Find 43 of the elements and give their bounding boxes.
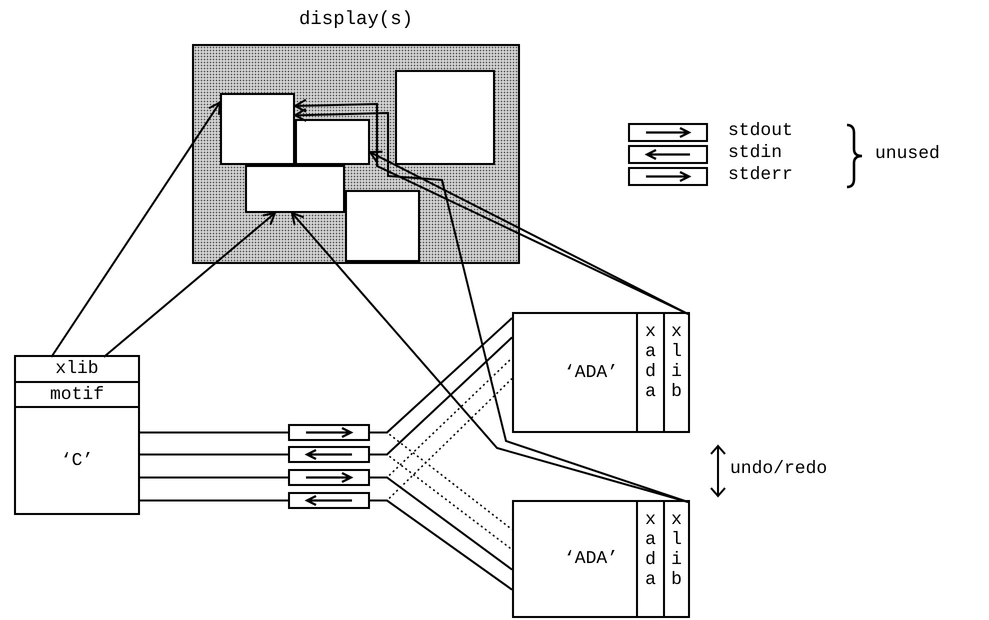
connector-line [140, 476, 288, 478]
arrow [294, 108, 688, 503]
window-box [220, 93, 295, 165]
process-label: ‘ADA’ [564, 362, 620, 384]
window-box [245, 165, 345, 213]
process-label: ‘C’ [60, 450, 94, 472]
connector-line [370, 336, 513, 456]
library-column: xlib [663, 314, 688, 431]
connector-line [370, 317, 513, 434]
library-column: xada [636, 314, 663, 431]
connector-line [140, 432, 288, 434]
connector-line [140, 454, 288, 456]
brace-label: unused [875, 144, 940, 164]
library-column: xlib [663, 502, 688, 616]
library-row: xlib [16, 357, 138, 383]
process-label: ‘ADA’ [564, 548, 620, 571]
process-box [14, 355, 140, 515]
legend-label: stderr [728, 165, 793, 185]
connector-line [370, 500, 513, 590]
pipe-box [288, 446, 370, 463]
annotation-label: undo/redo [730, 459, 828, 479]
arrow [103, 212, 276, 358]
pipe-box [288, 469, 370, 486]
process-box [512, 500, 690, 618]
legend-label: stdin [728, 143, 782, 163]
arrow [291, 212, 688, 503]
arrow [294, 98, 688, 315]
window-box [295, 119, 370, 165]
pipe-box [288, 424, 370, 441]
connector-line [370, 454, 512, 550]
process-box [512, 312, 690, 433]
window-box [395, 70, 495, 165]
display-title: display(s) [298, 8, 414, 30]
library-row: motif [16, 383, 138, 408]
connector-line [370, 432, 512, 530]
library-column: xada [636, 502, 663, 616]
legend-label: stdout [728, 121, 793, 141]
arrow [50, 101, 221, 358]
window-box [345, 190, 420, 262]
pipe-box [288, 492, 370, 509]
arrow [369, 150, 688, 315]
connector-line [140, 500, 288, 502]
connector-line [370, 476, 513, 570]
